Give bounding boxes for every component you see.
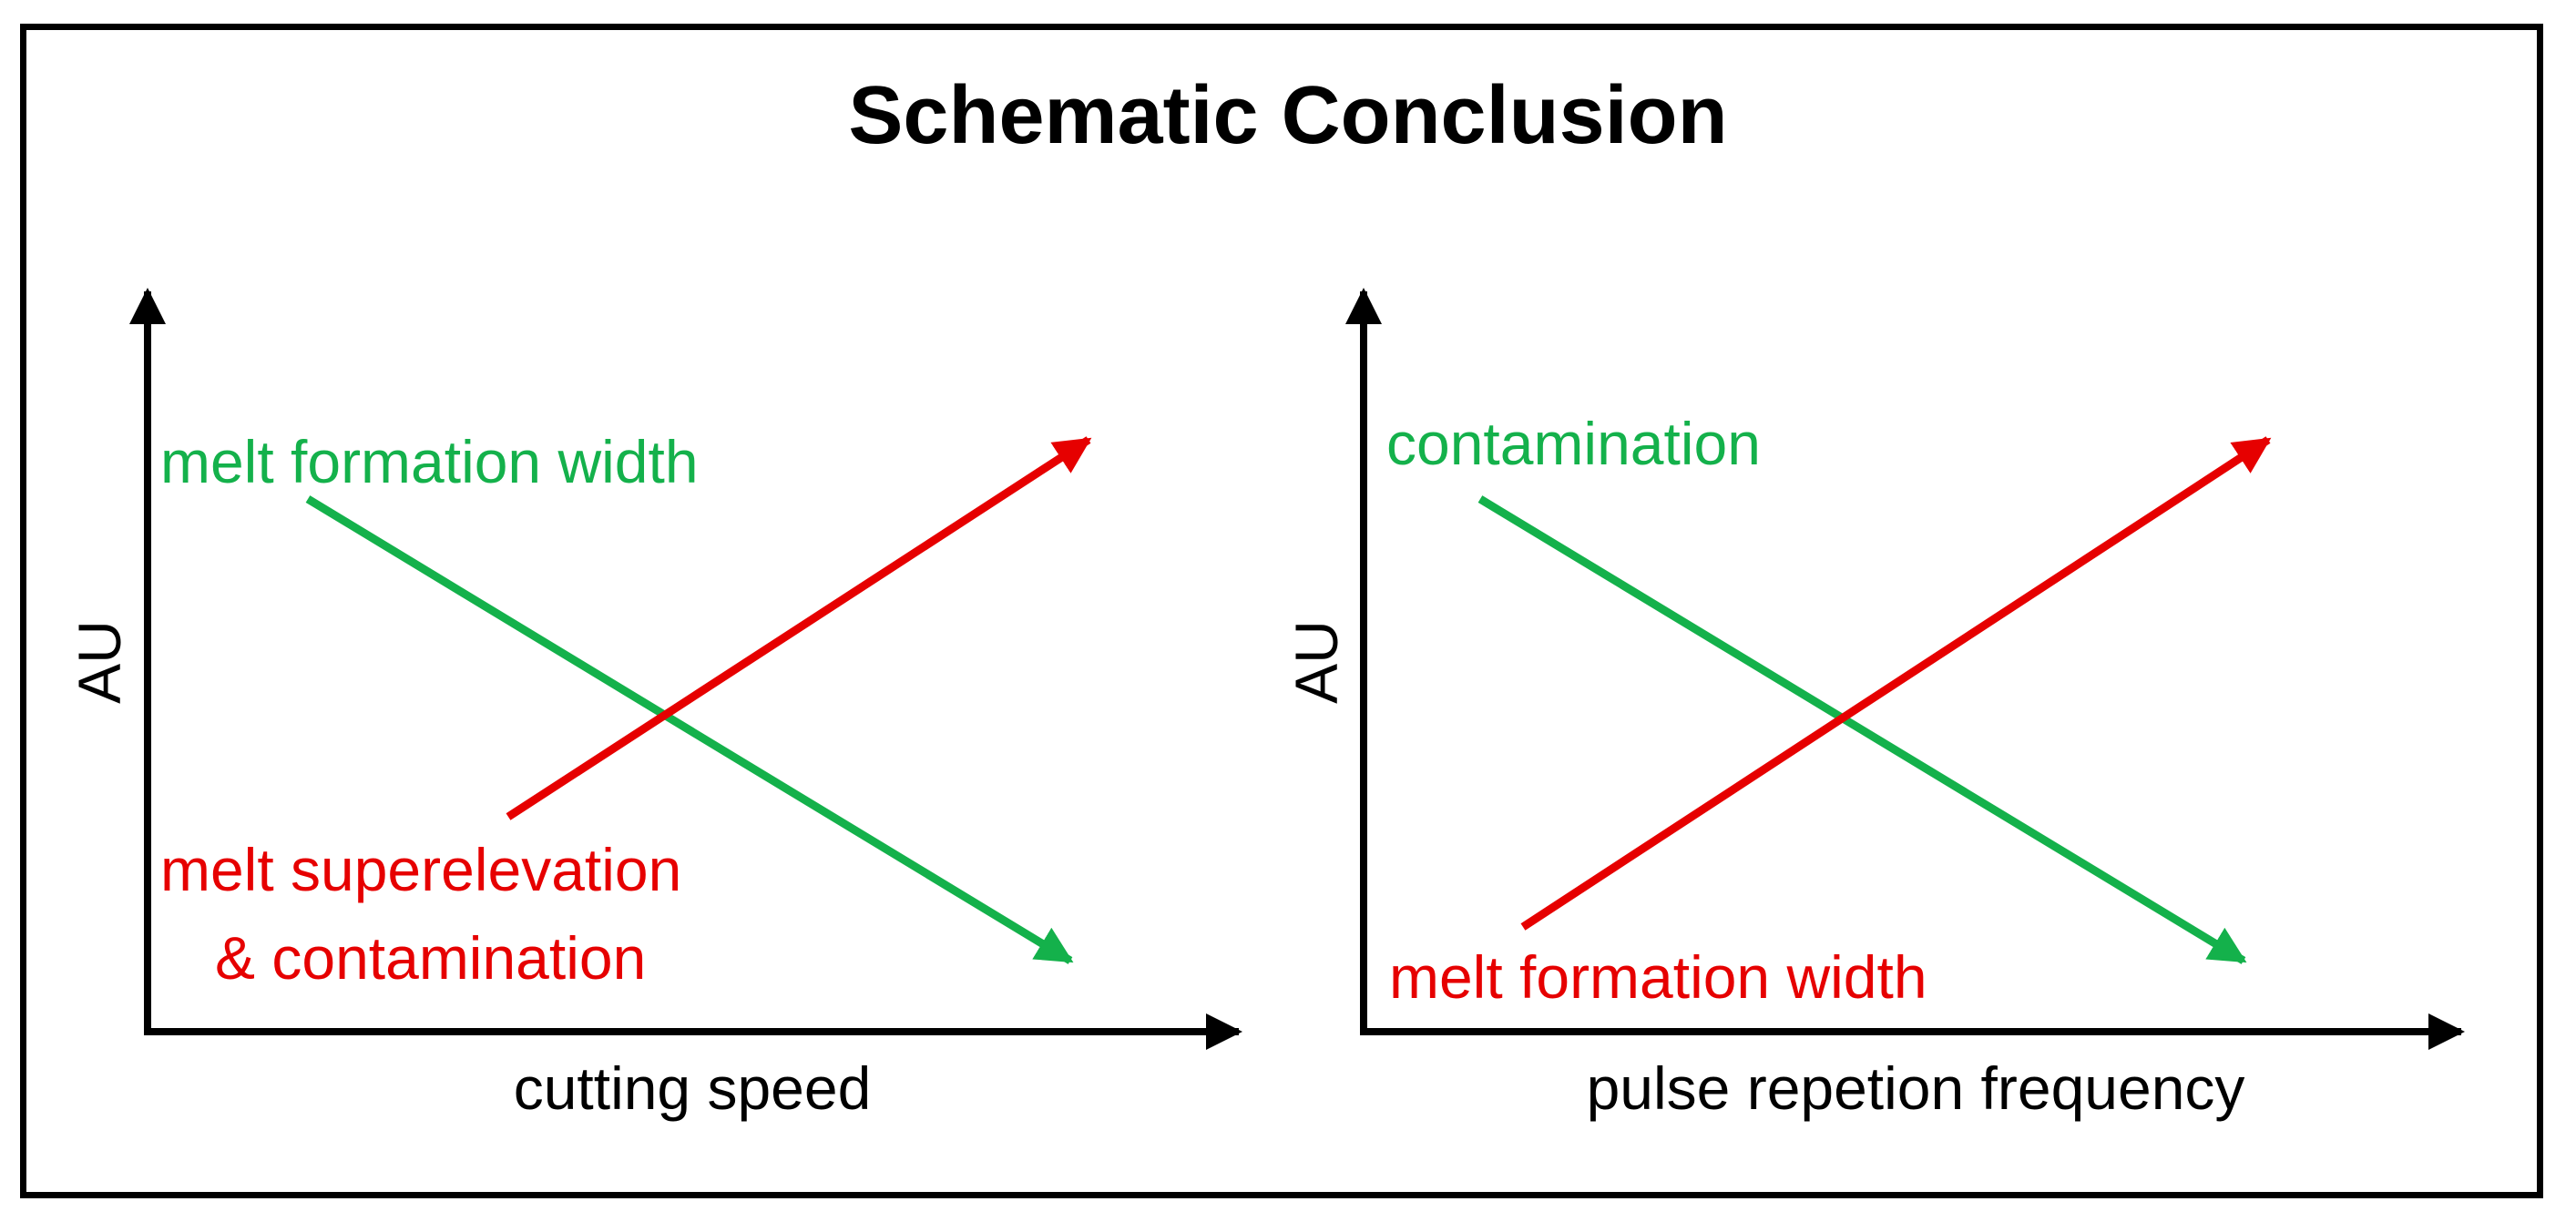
increasing-arrow-left xyxy=(506,436,1092,820)
y-axis-label-left: AU xyxy=(66,620,133,704)
panel-left: AU cutting speed melt formation width me… xyxy=(66,288,1242,1122)
y-axis-label-right: AU xyxy=(1283,620,1350,704)
decreasing-label-left: melt formation width xyxy=(160,428,699,495)
decreasing-arrow-left xyxy=(305,495,1074,964)
diagram-title: Schematic Conclusion xyxy=(848,70,1728,161)
x-axis-label-right: pulse repetion frequency xyxy=(1587,1054,2245,1122)
increasing-label-left-line-1: melt superelevation xyxy=(160,836,681,903)
x-axis-label-left: cutting speed xyxy=(514,1054,872,1122)
increasing-label-right: melt formation width xyxy=(1389,943,1927,1011)
decreasing-label-right: contamination xyxy=(1386,410,1761,477)
diagram-frame xyxy=(20,24,2543,1198)
increasing-label-left-line-2: & contamination xyxy=(215,924,646,992)
decreasing-arrow-right xyxy=(1477,495,2247,964)
increasing-arrow-right xyxy=(1520,436,2272,931)
panel-right: AU pulse repetion frequency contaminatio… xyxy=(1283,288,2465,1122)
